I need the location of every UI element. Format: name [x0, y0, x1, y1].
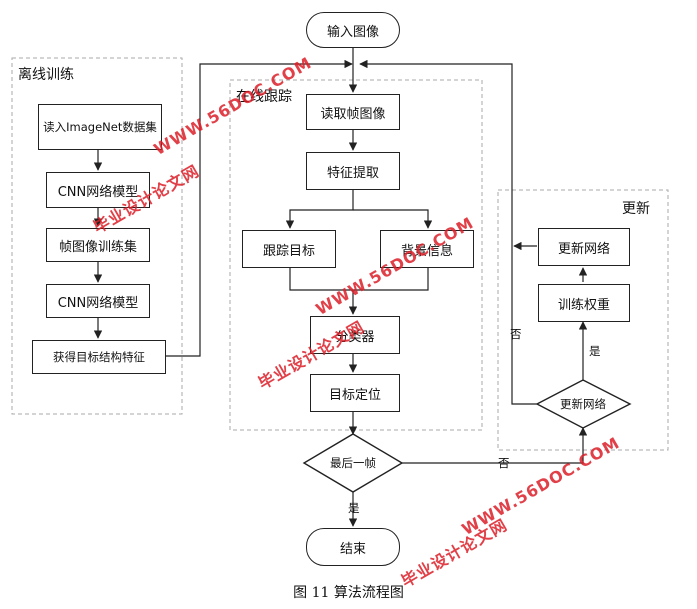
node-get-target-features: 获得目标结构特征: [32, 340, 166, 374]
group-label-online: 在线跟踪: [236, 89, 292, 105]
edge-label-last-no: 否: [498, 456, 510, 470]
group-label-update: 更新: [622, 201, 650, 217]
decision-last-frame-label: 最后一帧: [330, 456, 376, 470]
figure-caption: 图 11 算法流程图: [293, 585, 404, 601]
edge-last-no-to-update: [402, 427, 588, 464]
node-frame-train-set: 帧图像训练集: [46, 228, 150, 262]
node-read-imagenet: 读入ImageNet数据集: [38, 104, 162, 150]
edge-feature-split: [285, 190, 354, 229]
node-update-network: 更新网络: [538, 228, 630, 266]
decision-update-network-label: 更新网络: [560, 397, 606, 411]
node-read-frame: 读取帧图像: [306, 94, 400, 130]
decision-update-network-shape: [535, 379, 632, 429]
node-background-info: 背景信息: [380, 230, 474, 268]
node-train-weights: 训练权重: [538, 284, 630, 322]
node-cnn-model-2: CNN网络模型: [46, 284, 150, 318]
terminal-end: 结束: [306, 528, 400, 566]
edge-update-no-loop: [359, 59, 537, 405]
group-label-offline: 离线训练: [18, 67, 74, 83]
node-track-target: 跟踪目标: [242, 230, 336, 268]
edge-features-to-loop: [165, 59, 353, 357]
edge-label-update-no: 否: [510, 327, 522, 341]
node-cnn-model-1: CNN网络模型: [46, 172, 150, 208]
decision-last-frame-shape: [302, 433, 404, 493]
edge-merge-to-classifier: [289, 268, 429, 291]
node-target-locate: 目标定位: [310, 374, 400, 412]
edge-label-last-yes: 是: [348, 501, 360, 515]
edge-label-update-yes: 是: [589, 344, 601, 358]
node-classifier: 分类器: [310, 316, 400, 354]
node-feature-extract: 特征提取: [306, 152, 400, 190]
group-offline-border: [11, 57, 183, 415]
terminal-input-image: 输入图像: [306, 12, 400, 48]
edge-feature-split-right: [353, 209, 433, 229]
